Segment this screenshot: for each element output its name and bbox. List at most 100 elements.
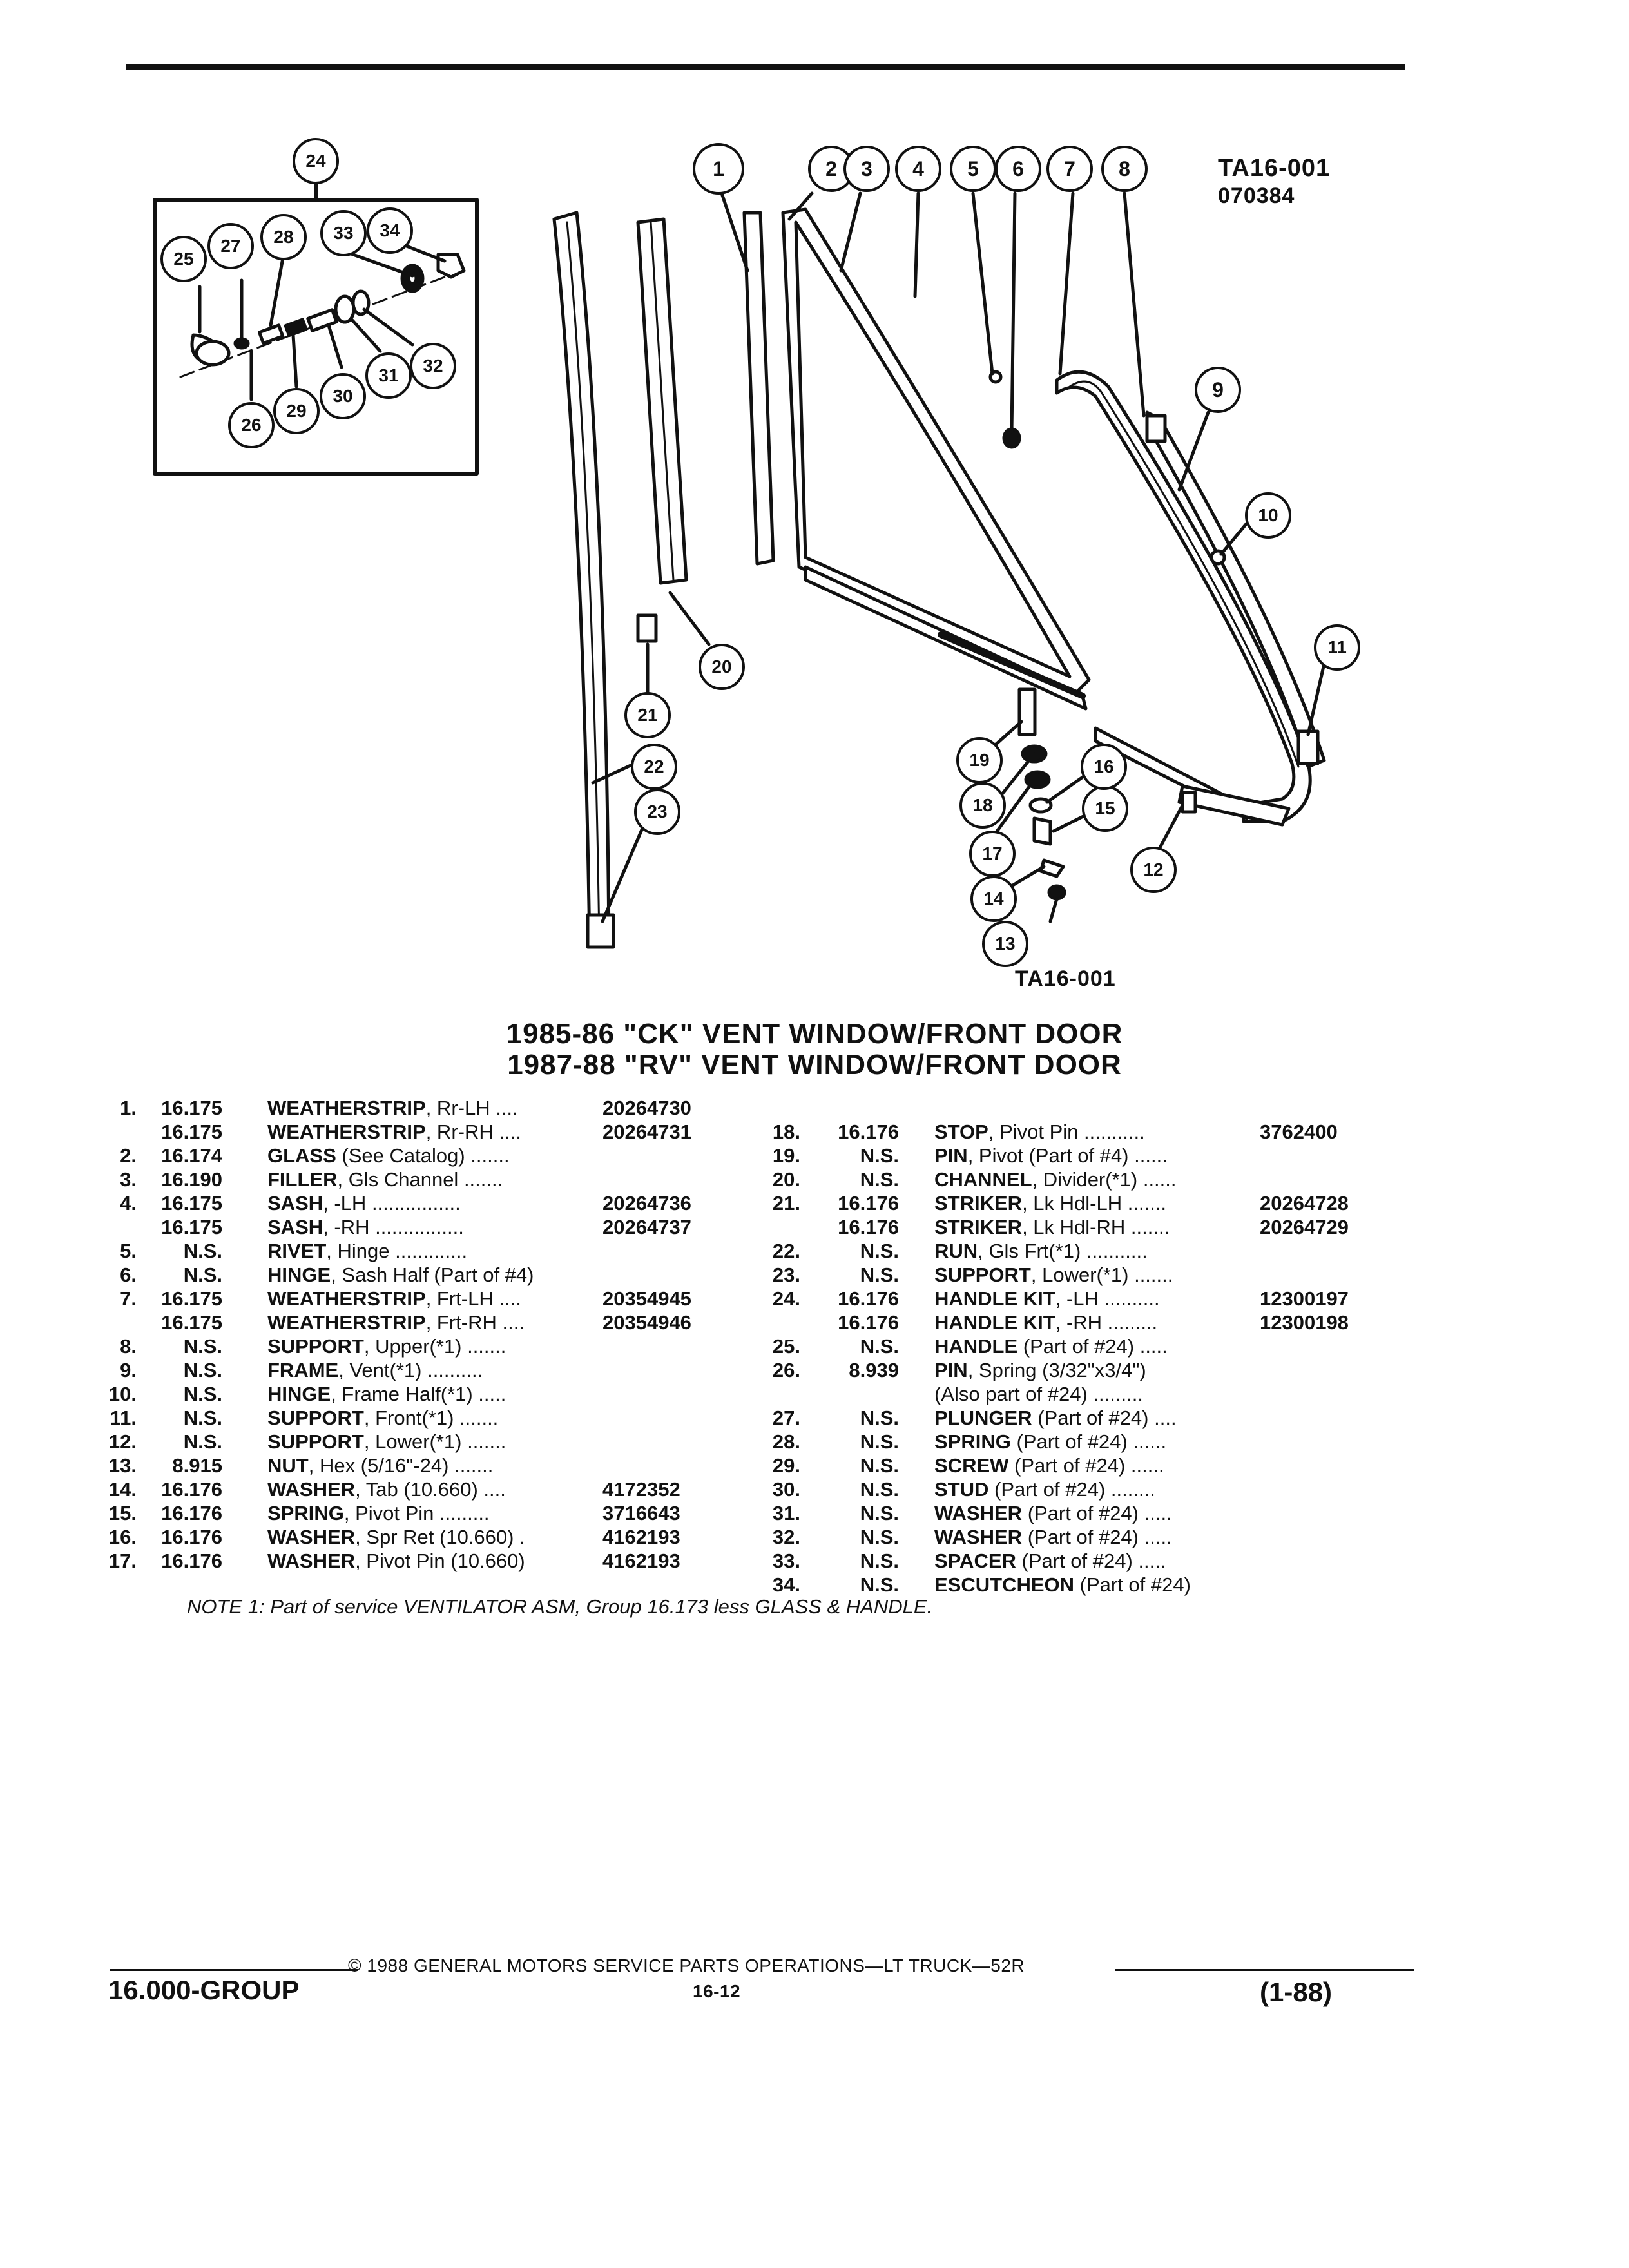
part-name: WASHER (Part of #24) ..... (934, 1502, 1172, 1525)
part-number: 4162193 (602, 1550, 680, 1572)
item-number: 8. (120, 1335, 137, 1358)
item-number: 9. (120, 1359, 137, 1381)
item-number: 1. (120, 1097, 137, 1119)
part-name-main: WEATHERSTRIP (267, 1287, 426, 1310)
callout-12: 12 (1130, 847, 1177, 893)
group-number: N.S. (860, 1407, 899, 1429)
leader-dots: ..... (472, 1383, 506, 1405)
part-name: SUPPORT, Upper(*1) ....... (267, 1335, 506, 1358)
callout-16: 16 (1081, 744, 1127, 790)
group-number: N.S. (860, 1430, 899, 1453)
parts-row: 20.N.S.CHANNEL, Divider(*1) ...... (760, 1168, 1469, 1191)
leader-dots: ................ (369, 1216, 464, 1238)
group-number: N.S. (860, 1335, 899, 1358)
group-number: N.S. (860, 1573, 899, 1596)
group-number: N.S. (860, 1454, 899, 1477)
item-number: 15. (108, 1502, 137, 1524)
part-number: 12300197 (1260, 1287, 1349, 1310)
part-name: SASH, -LH ................ (267, 1192, 461, 1215)
item-number: 28. (772, 1430, 800, 1453)
part-name-main: SUPPORT (934, 1264, 1031, 1286)
part-number: 4172352 (602, 1478, 680, 1501)
item-number: 30. (772, 1478, 800, 1501)
part-description: , Spring (3/32"x3/4") (967, 1359, 1146, 1381)
group-number: N.S. (183, 1383, 222, 1405)
leader-dots: ....... (454, 1407, 499, 1429)
part-description: , Vent(*1) (338, 1359, 422, 1381)
group-number: 16.176 (838, 1120, 899, 1143)
part-description: (Part of #24) (1022, 1526, 1139, 1548)
part-name-main: WASHER (267, 1526, 356, 1548)
parts-row: 23.N.S.SUPPORT, Lower(*1) ....... (760, 1264, 1469, 1287)
part-name: CHANNEL, Divider(*1) ...... (934, 1168, 1177, 1191)
callout-34: 34 (367, 207, 413, 254)
part-name: RUN, Gls Frt(*1) ........... (934, 1240, 1148, 1263)
part-name: STRIKER, Lk Hdl-RH ....... (934, 1216, 1170, 1239)
group-number: 16.176 (838, 1287, 899, 1310)
footer-copyright: © 1988 GENERAL MOTORS SERVICE PARTS OPER… (348, 1956, 1025, 1975)
part-name: STOP, Pivot Pin ........... (934, 1120, 1145, 1144)
leader-dots: ....... (458, 1168, 503, 1191)
group-number: 16.176 (161, 1550, 222, 1572)
page-title-2: 1987-88 "RV" VENT WINDOW/FRONT DOOR (507, 1049, 1122, 1081)
leader-dots: ...... (1127, 1430, 1167, 1453)
part-name: GLASS (See Catalog) ....... (267, 1144, 510, 1168)
leader-dots: .... (477, 1478, 506, 1501)
leader-dots: ..... (1139, 1526, 1172, 1548)
part-name-main: RUN (934, 1240, 978, 1262)
part-name-main: STUD (934, 1478, 989, 1501)
part-name: WASHER, Pivot Pin (10.660) (267, 1550, 525, 1573)
leader-dots: ....... (1122, 1192, 1167, 1215)
item-number: 13. (108, 1454, 137, 1477)
part-name: NUT, Hex (5/16"-24) ....... (267, 1454, 493, 1477)
part-name-main: SUPPORT (267, 1335, 364, 1358)
callout-2: 2 (808, 146, 854, 192)
part-description: (Part of #24) (1022, 1502, 1139, 1524)
callout-6: 6 (995, 146, 1041, 192)
leader-dots: .... (493, 1287, 521, 1310)
parts-row: 6.N.S.HINGE, Sash Half (Part of #4) (97, 1264, 805, 1287)
parts-row: 8. N.S. SUPPORT, Upper(*1) ....... (97, 1335, 805, 1358)
leader-dots: ................ (366, 1192, 461, 1215)
part-description: , Tab (10.660) (355, 1478, 478, 1501)
leader-dots: ......... (434, 1502, 490, 1524)
part-name-main: HANDLE KIT (934, 1311, 1055, 1334)
group-number: 16.175 (161, 1311, 222, 1334)
item-number: 22. (772, 1240, 800, 1262)
callout-33: 33 (320, 210, 367, 256)
part-name: (Also part of #24) ......... (934, 1383, 1143, 1406)
part-name: WEATHERSTRIP, Rr-LH .... (267, 1097, 518, 1120)
callout-26: 26 (228, 402, 275, 448)
part-name: FRAME, Vent(*1) .......... (267, 1359, 483, 1382)
item-number: 18. (772, 1120, 800, 1143)
part-number: 3716643 (602, 1502, 680, 1524)
part-name-main: STRIKER (934, 1192, 1023, 1215)
leader-dots: ....... (461, 1335, 506, 1358)
part-name: HANDLE KIT, -RH ......... (934, 1311, 1157, 1334)
parts-row: 30.N.S.STUD (Part of #24) ........ (760, 1478, 1469, 1501)
part-number: 20264736 (602, 1192, 691, 1215)
part-description: , Lower(*1) (1030, 1264, 1129, 1286)
item-number: 14. (108, 1478, 137, 1501)
part-description: , Frt-RH (425, 1311, 497, 1334)
part-number: 20354946 (602, 1311, 691, 1334)
part-name-main: HINGE (267, 1264, 331, 1286)
part-name-main: FRAME (267, 1359, 339, 1381)
callout-3: 3 (843, 146, 890, 192)
leader-dots: .......... (421, 1359, 483, 1381)
callout-14: 14 (970, 876, 1017, 922)
part-number: 20354945 (602, 1287, 691, 1310)
callout-8: 8 (1101, 146, 1148, 192)
group-number: N.S. (183, 1335, 222, 1358)
part-name-main: SPACER (934, 1550, 1016, 1572)
parts-row: 5.N.S.RIVET, Hinge ............. (97, 1240, 805, 1263)
group-number: N.S. (183, 1359, 222, 1381)
part-name-main: PLUNGER (934, 1407, 1032, 1429)
part-name-main: PIN (934, 1144, 968, 1167)
part-description: (Part of #24) (988, 1478, 1106, 1501)
